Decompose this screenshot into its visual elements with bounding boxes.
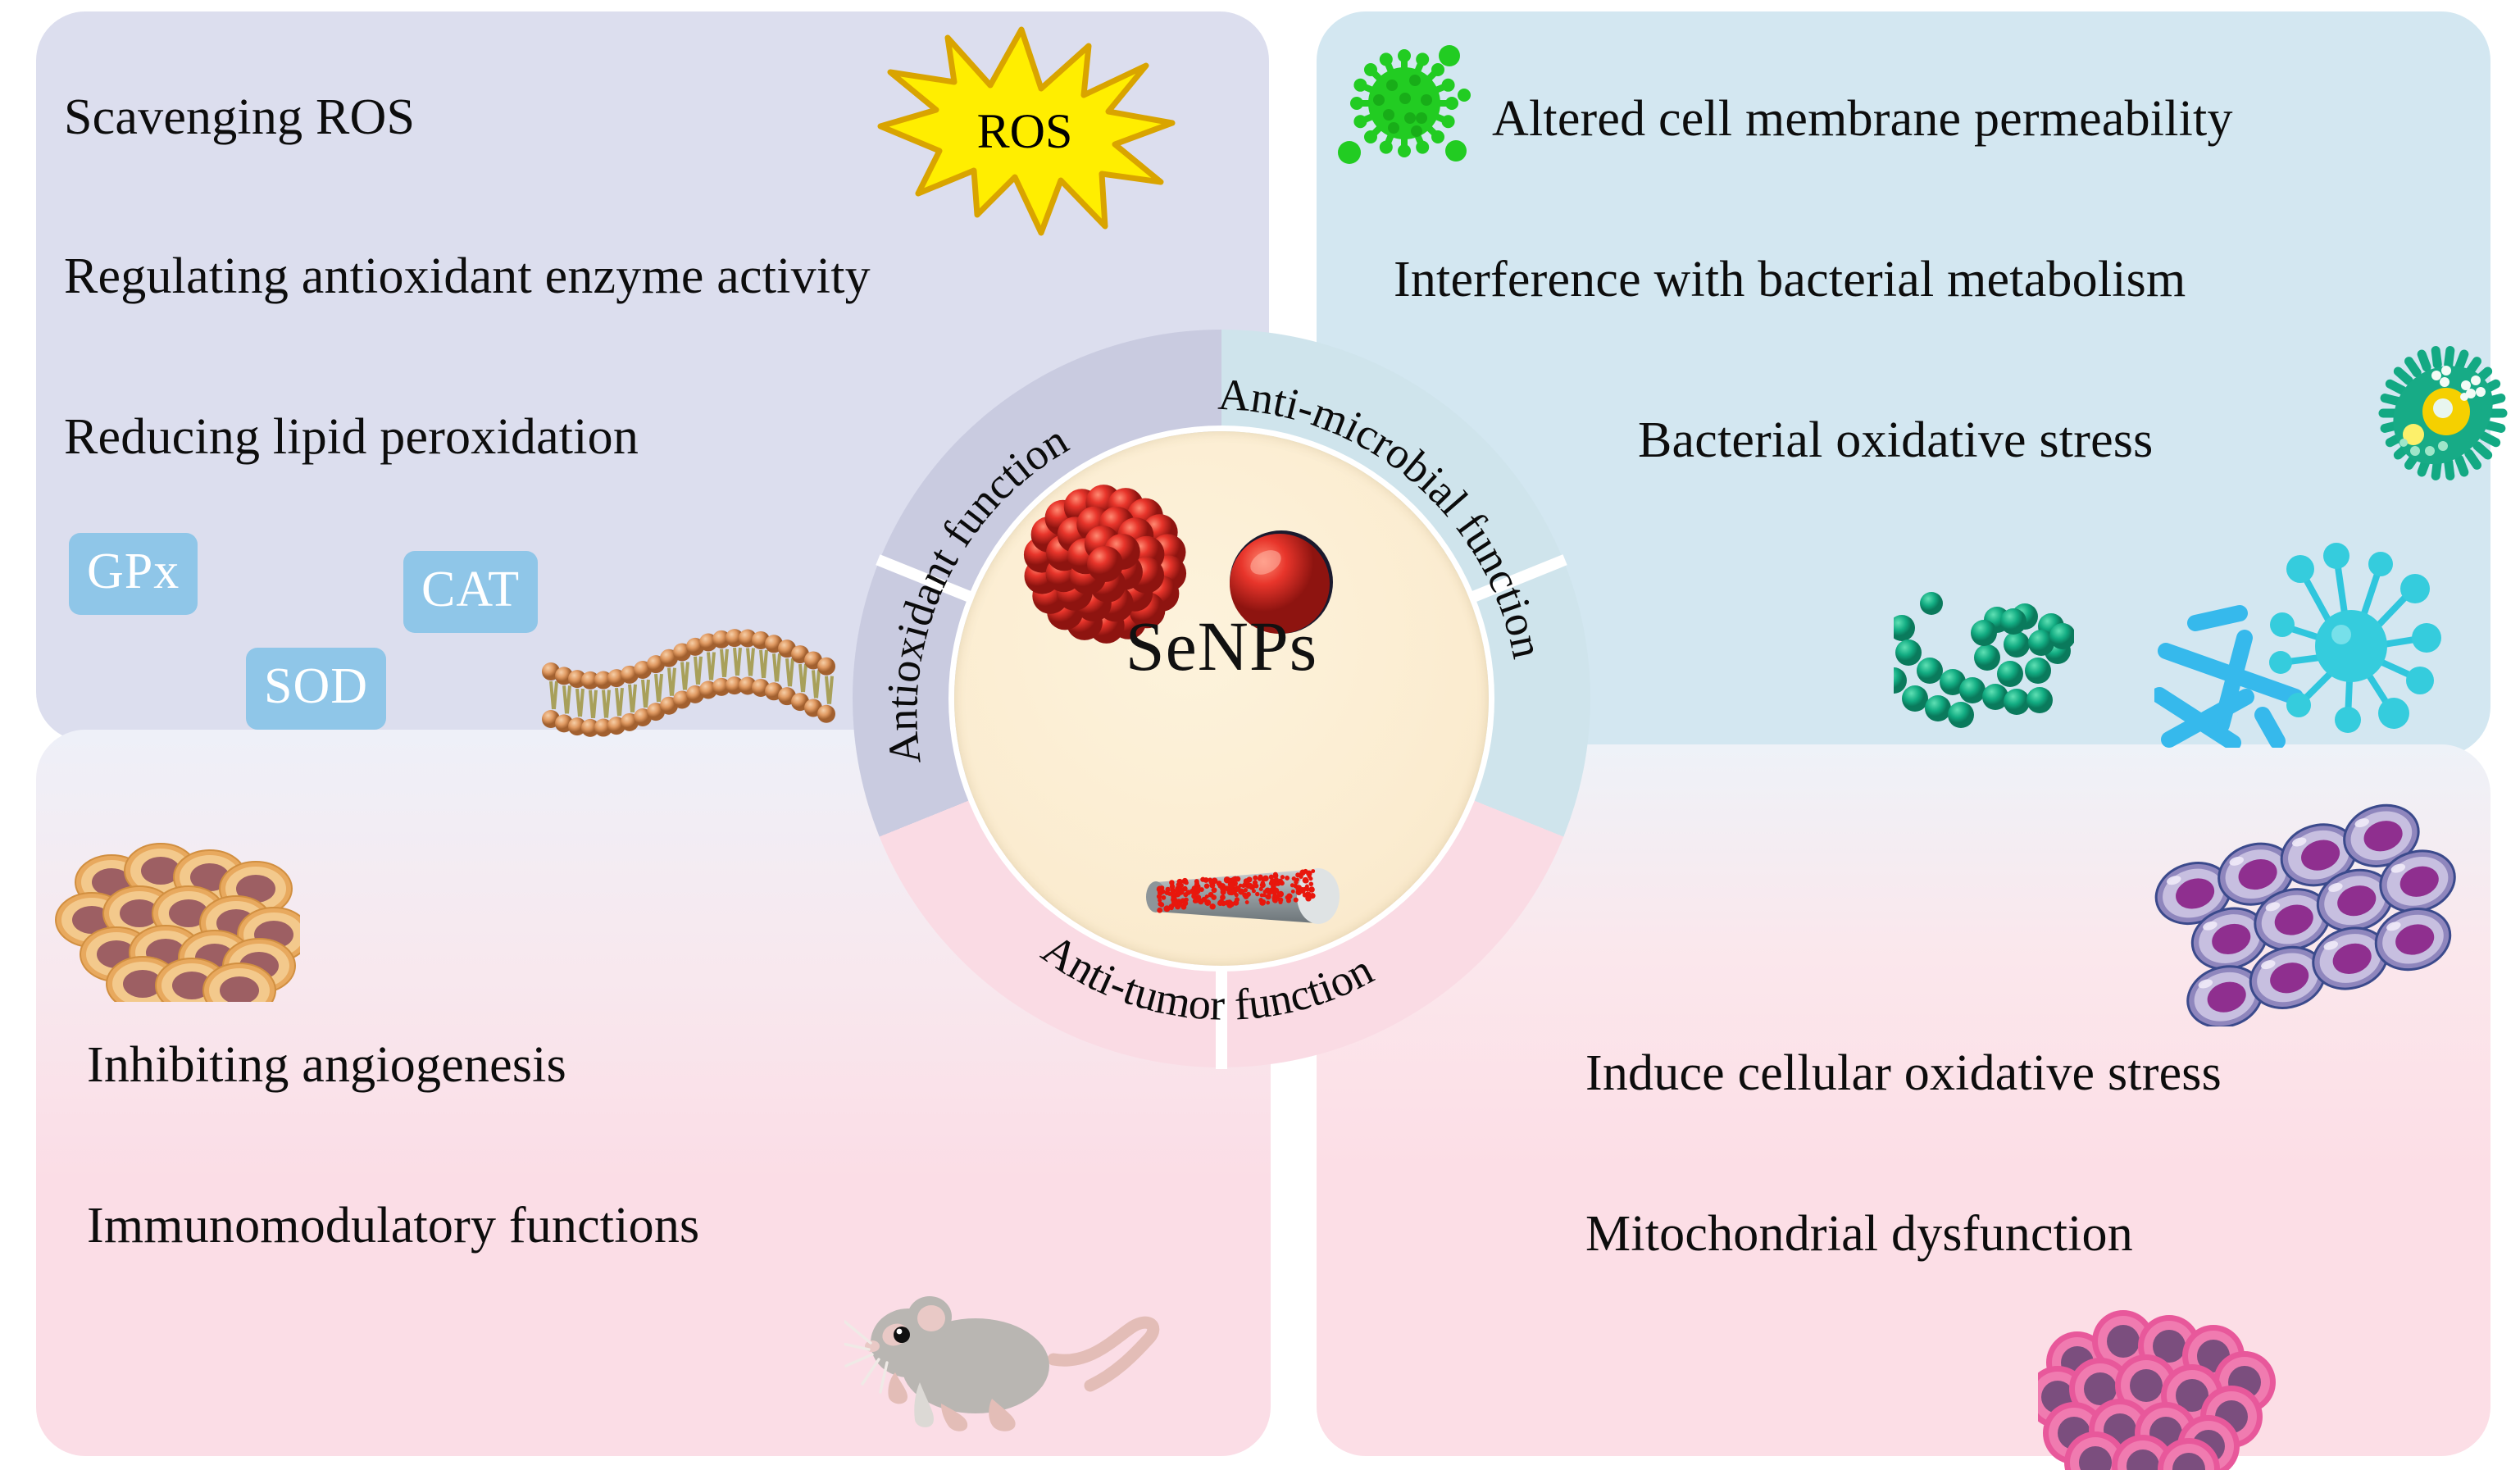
- badge-sod: SOD: [246, 648, 387, 730]
- selenium-nanoparticle-cluster-icon: [1023, 485, 1187, 644]
- tan-cell-cluster-icon: [55, 843, 300, 1002]
- selenium-nanosphere-icon: [1230, 530, 1333, 634]
- laboratory-mouse-icon: [844, 1296, 1160, 1431]
- antitumor-left-line-2: Immunomodulatory functions: [87, 1198, 700, 1254]
- antioxidant-line-3: Reducing lipid peroxidation: [64, 409, 639, 465]
- central-hub: SeNPs Antioxidant function Anti-microbia…: [853, 330, 1590, 1069]
- ring-caption-antioxidant: Antioxidant function: [877, 415, 1076, 767]
- purple-epithelial-sheet-icon: [2154, 803, 2456, 1026]
- green-cocci-cluster-icon: [1894, 592, 2074, 728]
- antimicrobial-line-3: Bacterial oxidative stress: [1638, 412, 2154, 468]
- antimicrobial-line-2: Interference with bacterial metabolism: [1394, 252, 2186, 307]
- badge-cat: CAT: [403, 551, 539, 633]
- antimicrobial-line-1: Altered cell membrane permeability: [1492, 91, 2233, 147]
- green-virus-icon: [1338, 45, 1471, 164]
- hub-center-label: SeNPs: [1125, 607, 1318, 685]
- antitumor-right-line-2: Mitochondrial dysfunction: [1585, 1206, 2133, 1262]
- ring-caption-antimicrobial: Anti-microbial function: [1217, 370, 1553, 662]
- pink-tumor-cell-cluster-icon: [2038, 1310, 2276, 1470]
- badge-gpx: GPx: [69, 533, 198, 615]
- teal-protozoan-icon: [2378, 346, 2508, 480]
- lipid-bilayer-icon: [542, 629, 835, 737]
- ring-captions: Antioxidant function Anti-microbial func…: [877, 370, 1553, 1030]
- antitumor-left-line-1: Inhibiting angiogenesis: [87, 1037, 566, 1093]
- antitumor-right-line-1: Induce cellular oxidative stress: [1585, 1045, 2222, 1101]
- antioxidant-line-1: Scavenging ROS: [64, 89, 416, 145]
- selenium-nanorod-icon: [1146, 868, 1340, 924]
- cyan-virus-icon: [2269, 543, 2441, 733]
- ros-burst-label: ROS: [977, 104, 1073, 158]
- cyan-rod-bacteria-icon: [2154, 543, 2441, 748]
- ros-starburst-icon: ROS: [877, 26, 1176, 236]
- antioxidant-line-2: Regulating antioxidant enzyme activity: [64, 248, 871, 304]
- ring-caption-antitumor: Anti-tumor function: [1034, 924, 1381, 1030]
